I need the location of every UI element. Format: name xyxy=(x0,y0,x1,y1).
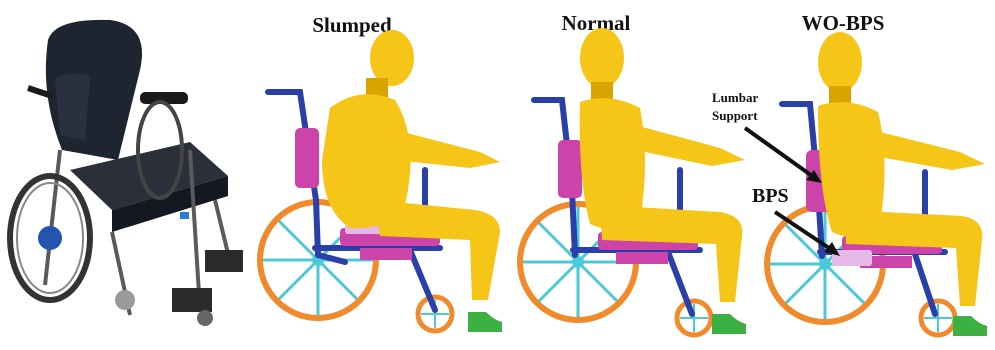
panel-wo-bps: WO-BPS Lumbar Support BPS xyxy=(712,11,987,336)
wheelchair-photo xyxy=(0,0,250,350)
annotation-lumbar: Lumbar xyxy=(712,90,758,105)
wobps-caster xyxy=(921,301,955,335)
normal-caster xyxy=(677,301,711,335)
annotation-bps: BPS xyxy=(752,185,789,207)
slumped-shoe xyxy=(468,312,502,332)
wobps-bps-pad xyxy=(832,250,872,266)
normal-shoe xyxy=(712,314,746,334)
lumbar-arrow xyxy=(745,128,815,178)
caption-wobps: WO-BPS xyxy=(802,11,885,35)
panel-slumped: Slumped xyxy=(260,13,502,332)
panel-normal: Normal xyxy=(520,11,746,335)
wobps-shoe xyxy=(953,316,987,336)
caption-slumped: Slumped xyxy=(312,13,392,37)
normal-backrest xyxy=(558,140,582,198)
slumped-caster xyxy=(418,297,452,331)
annotation-support: Support xyxy=(712,108,758,123)
slumped-backrest xyxy=(295,128,319,188)
